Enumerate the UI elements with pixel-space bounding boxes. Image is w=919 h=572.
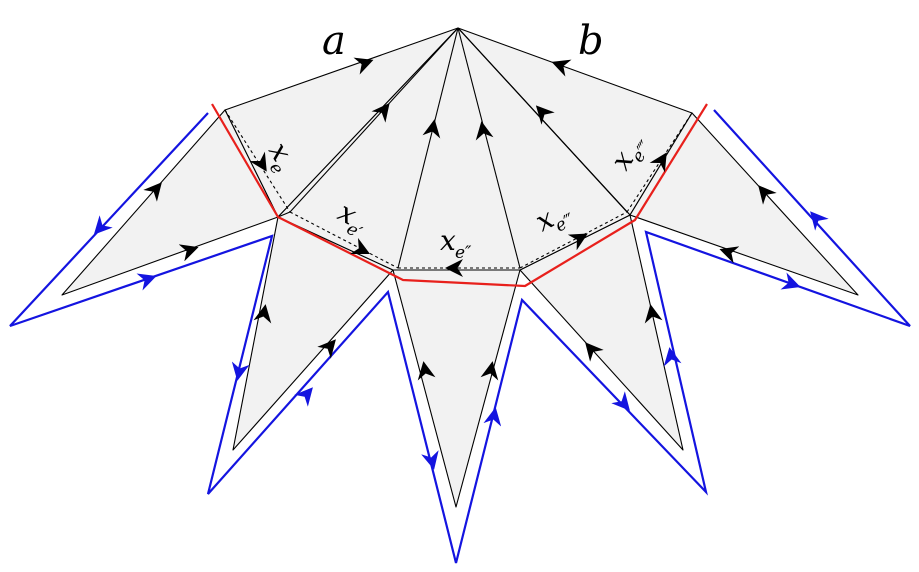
- label-x-e2-main: x: [440, 224, 456, 257]
- spoke-5: [277, 211, 291, 218]
- spoke-2: [397, 27, 459, 269]
- dashed-edge-e4: [626, 112, 693, 213]
- label-x-e2-sub: e″: [455, 243, 472, 263]
- spoke-3: [457, 27, 521, 269]
- red-cut-path: [211, 103, 708, 288]
- label-x-e2: x e″: [440, 224, 472, 263]
- edge-label-b: b: [578, 18, 604, 64]
- blue-arrow-7: [611, 391, 630, 411]
- dashed-edge-e1: [289, 211, 399, 269]
- edge-label-a: a: [322, 18, 346, 64]
